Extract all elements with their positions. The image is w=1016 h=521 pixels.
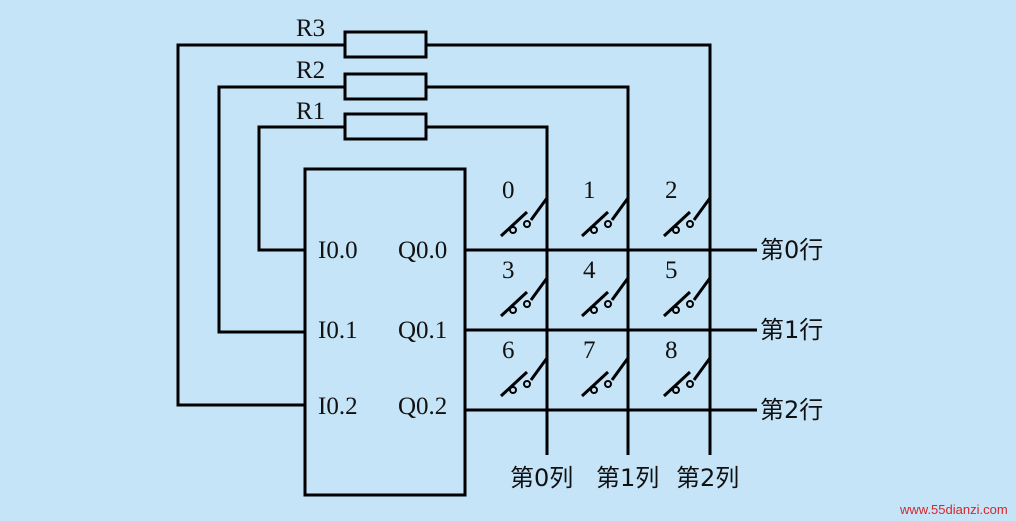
r3-wire: [176, 43, 712, 455]
key-label-5: 5: [665, 257, 678, 284]
switch-blade: [580, 210, 610, 238]
key-switch-3: 3: [499, 257, 549, 318]
resistor-r2: [343, 72, 428, 101]
switch-contact: [672, 306, 680, 314]
col-label-2: 第2列: [676, 464, 739, 492]
row-label-2: 第2行: [760, 396, 823, 424]
switch-contact: [604, 380, 612, 388]
plc-block: [303, 167, 467, 497]
switch-contact: [523, 220, 531, 228]
switch-contact: [590, 306, 598, 314]
switch-contact: [509, 386, 517, 394]
switch-blade: [499, 290, 529, 318]
switch-blade: [662, 370, 692, 398]
key-label-0: 0: [502, 177, 515, 204]
input-label-0: I0.0: [318, 237, 358, 264]
r1-wire: [257, 125, 549, 455]
key-label-2: 2: [665, 177, 678, 204]
switch-contact: [509, 226, 517, 234]
output-label-0: Q0.0: [398, 237, 447, 264]
switch-blade: [662, 210, 692, 238]
col-label-1: 第1列: [596, 464, 659, 492]
key-switch-5: 5: [662, 257, 712, 318]
switch-lead: [692, 357, 712, 381]
switch-contact: [686, 300, 694, 308]
switch-blade: [662, 290, 692, 318]
switch-blade: [499, 210, 529, 238]
input-label-1: I0.1: [318, 317, 358, 344]
switch-lead: [692, 277, 712, 301]
row-label-1: 第1行: [760, 316, 823, 344]
key-label-3: 3: [502, 257, 515, 284]
key-switch-0: 0: [499, 177, 549, 238]
switch-contact: [509, 306, 517, 314]
switch-lead: [529, 197, 549, 221]
watermark: www.55dianzi.com: [899, 502, 1008, 517]
switch-lead: [610, 197, 630, 221]
r3-label: R3: [296, 15, 325, 42]
key-switch-8: 8: [662, 337, 712, 398]
key-label-7: 7: [583, 337, 596, 364]
switch-contact: [523, 380, 531, 388]
switch-blade: [580, 290, 610, 318]
key-label-8: 8: [665, 337, 678, 364]
switch-contact: [604, 220, 612, 228]
input-label-2: I0.2: [318, 393, 358, 420]
key-switches: 0 1 2 3 4 5 6 7 8: [499, 177, 712, 398]
switch-lead: [529, 277, 549, 301]
switch-contact: [686, 220, 694, 228]
switch-blade: [499, 370, 529, 398]
switch-contact: [604, 300, 612, 308]
resistor-r1: [343, 112, 428, 141]
switch-contact: [523, 300, 531, 308]
key-switch-6: 6: [499, 337, 549, 398]
key-label-4: 4: [583, 257, 596, 284]
switch-contact: [672, 226, 680, 234]
output-label-1: Q0.1: [398, 317, 447, 344]
key-label-6: 6: [502, 337, 515, 364]
switch-lead: [692, 197, 712, 221]
key-switch-2: 2: [662, 177, 712, 238]
switch-contact: [590, 386, 598, 394]
resistor-r3: [343, 30, 428, 59]
switch-contact: [590, 226, 598, 234]
switch-blade: [580, 370, 610, 398]
r2-wire: [217, 85, 630, 455]
output-label-2: Q0.2: [398, 393, 447, 420]
key-switch-7: 7: [580, 337, 630, 398]
switch-contact: [686, 380, 694, 388]
key-label-1: 1: [583, 177, 596, 204]
switch-contact: [672, 386, 680, 394]
switch-lead: [610, 277, 630, 301]
key-switch-1: 1: [580, 177, 630, 238]
r1-label: R1: [296, 98, 325, 125]
row-label-0: 第0行: [760, 236, 823, 264]
key-switch-4: 4: [580, 257, 630, 318]
switch-lead: [529, 357, 549, 381]
r2-label: R2: [296, 57, 325, 84]
switch-lead: [610, 357, 630, 381]
col-label-0: 第0列: [510, 464, 573, 492]
